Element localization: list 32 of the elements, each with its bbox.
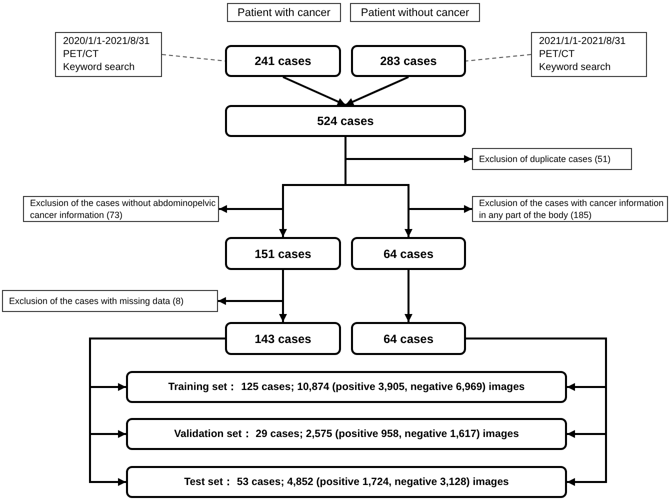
case-box: 64 cases (351, 322, 466, 355)
arrow (345, 76, 409, 106)
header-box: Patient with cancer (227, 3, 341, 22)
arrow (279, 270, 287, 322)
case-box: 524 cases (225, 105, 466, 137)
arrow (344, 137, 472, 213)
info-line: 2020/1/1-2021/8/31 (63, 35, 151, 48)
dataset-box: Test set： 53 cases; 4,852 (positive 1,724, negative 3,128) images (126, 466, 567, 498)
info-box (531, 32, 647, 77)
exclusion-box: Exclusion of the cases with cancer information in any part of the body (185) (472, 196, 668, 222)
header-box: Patient without cancer (350, 3, 480, 22)
info-line: 2021/1/1-2021/8/31 (539, 35, 627, 48)
info-line: Keyword search (539, 61, 612, 74)
arrow (282, 76, 346, 106)
case-box: 283 cases (351, 45, 466, 77)
info-line: PET/CT (539, 48, 576, 61)
arrow (466, 338, 607, 486)
exclusion-box: Exclusion of duplicate cases (51) (472, 148, 632, 170)
case-box: 143 cases (225, 322, 341, 355)
dataset-box: Validation set： 29 cases; 2,575 (positive 958, negative 1,617) images (126, 418, 567, 450)
arrow (89, 338, 225, 486)
case-box: 64 cases (351, 237, 466, 270)
dataset-box: Training set： 125 cases; 10,874 (positive 3,905, negative 6,969) images (126, 371, 567, 403)
case-box: 151 cases (225, 237, 341, 270)
exclusion-box: Exclusion of the cases without abdominopelvic cancer information (73) (23, 196, 219, 222)
arrow (404, 270, 412, 322)
info-line: Keyword search (63, 61, 136, 74)
info-box (55, 32, 162, 77)
dashed-line (466, 54, 532, 62)
info-line: PET/CT (63, 48, 100, 61)
case-box: 241 cases (225, 45, 341, 77)
exclusion-box: Exclusion of the cases with missing data (8) (2, 290, 218, 312)
